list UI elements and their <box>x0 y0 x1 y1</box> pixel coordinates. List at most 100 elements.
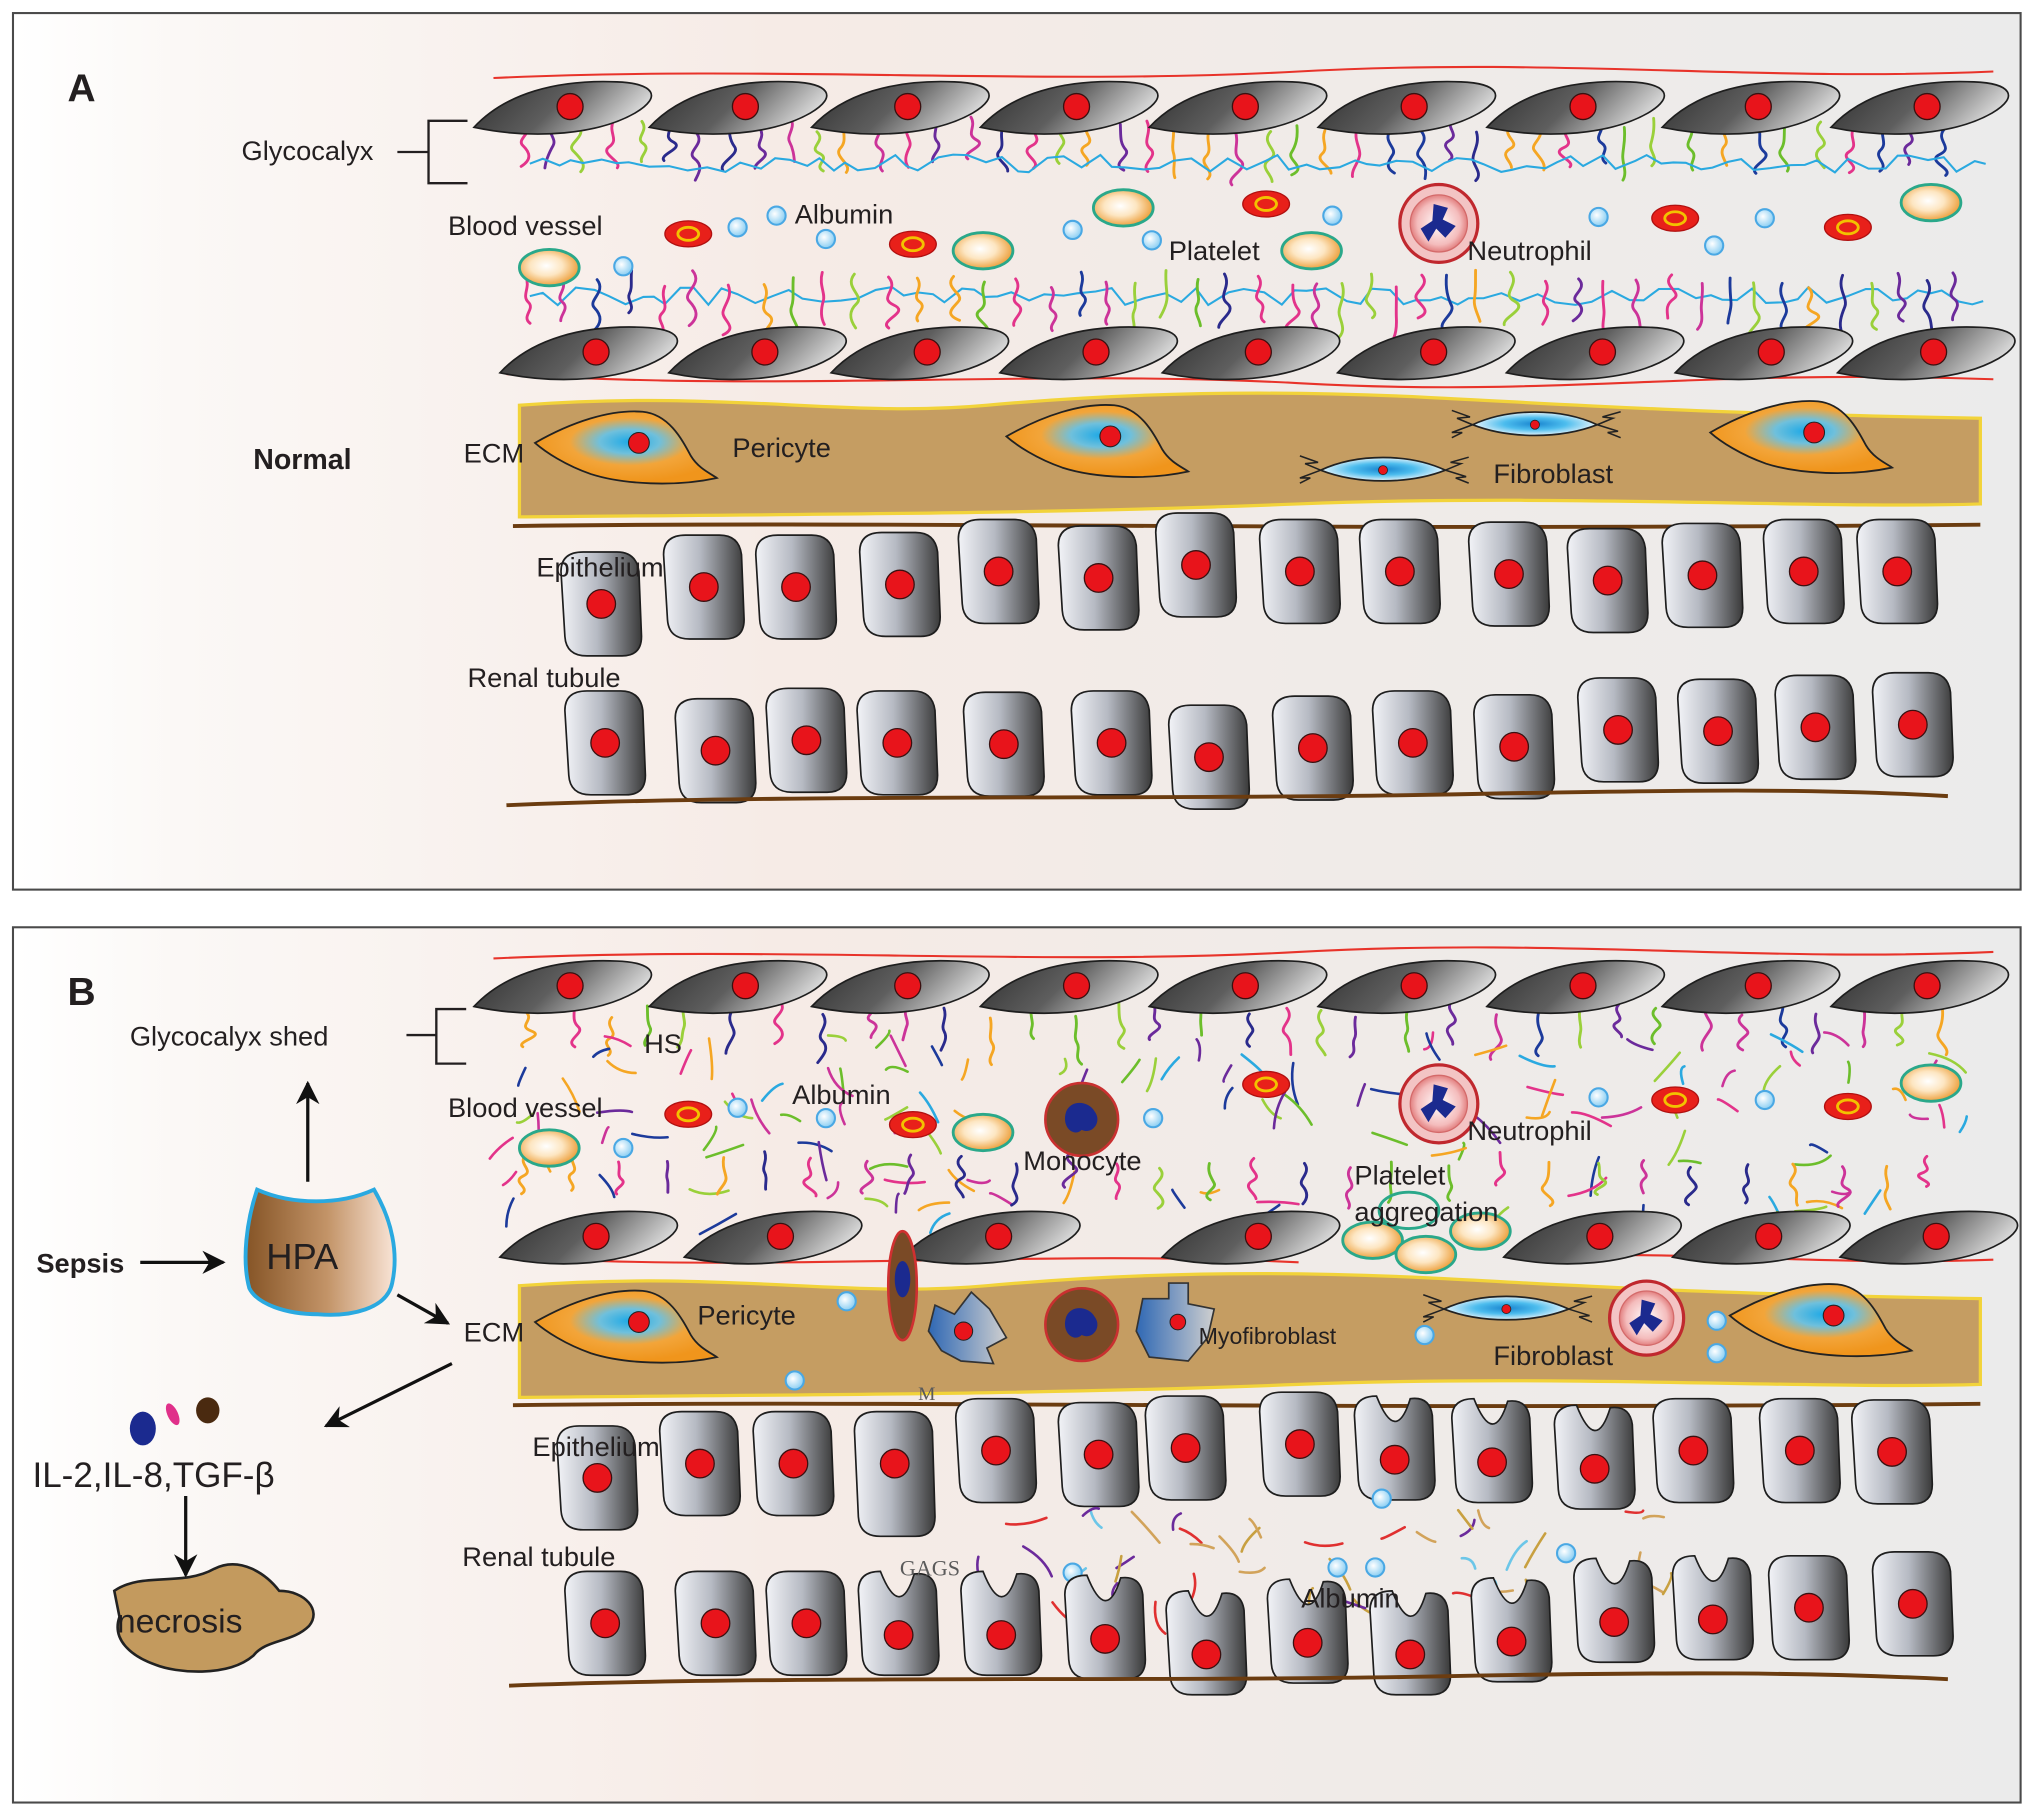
glycocalyx-proteoglycan <box>1612 1002 1623 1039</box>
shed-glycocalyx-fragment <box>1518 1054 1556 1068</box>
epithelial-nucleus <box>1897 1588 1928 1619</box>
shed-glycocalyx-fragment <box>1120 1058 1141 1084</box>
epithelial-nucleus <box>1897 709 1928 740</box>
epithelial-nucleus <box>1882 556 1913 587</box>
red-blood-cell <box>1823 213 1872 241</box>
albumin-molecule <box>1754 208 1775 229</box>
normal-condition-label: Normal <box>253 444 351 476</box>
glycocalyx-proteoglycan <box>1736 1013 1750 1052</box>
glycocalyx-proteoglycan <box>614 1160 625 1196</box>
albumin-molecule <box>836 1291 857 1312</box>
glycocalyx-proteoglycan <box>816 1012 828 1065</box>
shed-glycocalyx-fragment <box>1160 1056 1181 1081</box>
epithelial-nucleus <box>781 572 811 602</box>
endothelial-nucleus <box>1231 92 1259 121</box>
gag-fragment <box>1021 1545 1054 1578</box>
glycocalyx-proteoglycan <box>570 123 585 174</box>
renal-tubule-label: Renal tubule <box>462 1541 615 1572</box>
endothelial-nucleus <box>1082 338 1110 366</box>
red-blood-cell <box>1823 1092 1872 1121</box>
endothelial-nucleus <box>751 338 779 366</box>
shed-glycocalyx-fragment <box>1195 1038 1202 1062</box>
epithelial-nucleus <box>1603 714 1633 745</box>
epithelial-nucleus <box>1877 1436 1907 1467</box>
platelet <box>951 231 1015 271</box>
platelet <box>1449 1211 1512 1251</box>
glycocalyx-proteoglycan <box>1471 130 1480 183</box>
endothelial-nucleus <box>582 1222 610 1250</box>
epithelial-nucleus <box>582 1462 613 1493</box>
shed-glycocalyx-fragment <box>561 1077 581 1113</box>
gag-fragment <box>1189 1542 1215 1550</box>
epithelial-nucleus <box>778 1448 809 1479</box>
epithelial-nucleus <box>700 1608 731 1639</box>
epithelial-nucleus <box>1284 1429 1315 1460</box>
shed-glycocalyx-fragment <box>707 1037 714 1081</box>
myofibroblast-label: Myofibroblast <box>1199 1323 1337 1349</box>
epithelial-nucleus <box>986 1620 1017 1650</box>
glycocalyx-proteoglycan <box>1310 282 1321 335</box>
shed-glycocalyx-fragment <box>515 1112 535 1124</box>
epithelial-nucleus <box>883 1620 914 1650</box>
glycocalyx-proteoglycan <box>1061 1151 1079 1189</box>
albumin-vessel-label: Albumin <box>792 1079 891 1110</box>
shed-glycocalyx-fragment <box>1769 1033 1804 1054</box>
gag-fragment <box>1171 1512 1183 1531</box>
shed-glycocalyx-fragment <box>1223 1086 1234 1110</box>
blood-vessel-label: Blood vessel <box>448 1092 603 1123</box>
pericyte-nucleus <box>1803 421 1826 444</box>
red-blood-cell-center <box>901 236 925 253</box>
glycocalyx-proteoglycan <box>1012 277 1023 327</box>
glycocalyx-proteoglycan <box>1217 272 1232 329</box>
shed-glycocalyx-fragment <box>797 1141 833 1153</box>
epithelial-nucleus <box>791 725 822 756</box>
pericyte <box>533 410 719 485</box>
platelet <box>518 247 581 288</box>
glycocalyx-proteoglycan <box>1414 273 1427 320</box>
vessel-wall-top <box>493 65 1994 80</box>
shed-glycocalyx-fragment <box>1222 1064 1233 1083</box>
epithelial-nucleus <box>1496 1626 1527 1657</box>
shed-glycocalyx-fragment <box>1600 1106 1643 1119</box>
albumin-molecule <box>766 205 787 226</box>
glycocalyx-proteoglycan <box>964 115 981 161</box>
blood-vessel-label: Blood vessel <box>448 210 603 241</box>
endothelial-nucleus <box>556 972 584 1000</box>
glycocalyx-proteoglycan <box>1073 1014 1084 1066</box>
epithelial-nucleus <box>688 572 719 602</box>
ecm-to-cytokines-arrow <box>323 1362 453 1428</box>
red-blood-cell-center <box>1254 1076 1278 1093</box>
shed-glycocalyx-fragment <box>1430 1146 1468 1157</box>
shed-glycocalyx-fragment <box>817 1140 828 1182</box>
glycocalyx-mesh-line <box>529 153 1986 174</box>
albumin-molecule <box>784 1370 805 1391</box>
cytokines-label: IL-2,IL-8,TGF-β <box>32 1456 274 1495</box>
epithelial-nucleus <box>1395 1639 1426 1670</box>
monocyte-nucleus <box>1064 1308 1098 1338</box>
epithelial-nucleus <box>590 1608 621 1639</box>
glycocalyx-proteoglycan <box>1949 271 1959 322</box>
pericyte-label: Pericyte <box>697 1300 796 1331</box>
shed-glycocalyx-fragment <box>1958 1115 1969 1134</box>
glycocalyx-proteoglycan <box>1472 268 1482 323</box>
epithelial-nucleus <box>1181 550 1211 580</box>
shed-glycocalyx-fragment <box>864 1197 889 1208</box>
shed-glycocalyx-fragment <box>838 1101 846 1126</box>
endothelial-nucleus <box>1757 338 1785 366</box>
shed-glycocalyx-fragment <box>1653 1051 1682 1083</box>
gag-fragment <box>1114 1554 1123 1583</box>
platelet <box>1899 183 1963 223</box>
fibroblast-processes <box>1451 409 1621 439</box>
shed-glycocalyx-fragment <box>1626 1038 1654 1052</box>
glycocalyx-proteoglycan <box>1247 1156 1258 1201</box>
glycocalyx-proteoglycan <box>690 130 702 182</box>
glycocalyx-proteoglycan <box>1284 283 1301 332</box>
glycocalyx-proteoglycan <box>1117 1001 1126 1050</box>
gag-fragment <box>1238 1566 1266 1574</box>
glycocalyx-proteoglycan <box>773 999 784 1046</box>
glycocalyx-proteoglycan <box>1639 1159 1648 1195</box>
albumin-molecule <box>1141 230 1162 251</box>
epithelial-nucleus <box>685 1448 715 1479</box>
glycocalyx-proteoglycan <box>1686 123 1696 172</box>
shed-glycocalyx-fragment <box>917 1201 951 1212</box>
